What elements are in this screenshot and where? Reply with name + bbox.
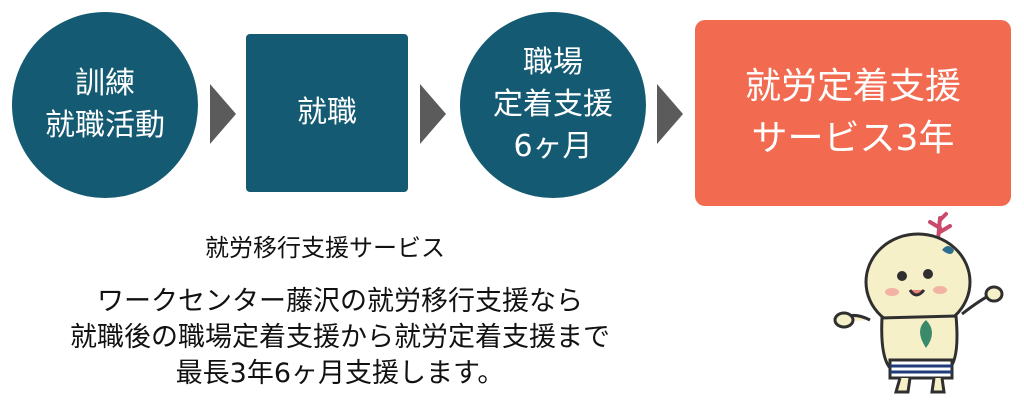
flow-step-workplace-retention: 職場 定着支援 6ヶ月 (460, 12, 646, 198)
flow-step-employment: 就職 (246, 34, 408, 192)
flow-step-training-job-search: 訓練 就職活動 (12, 12, 198, 198)
flow-step-retention-service: 就労定着支援 サービス3年 (695, 20, 1011, 206)
mascot-illustration (833, 212, 1004, 394)
flow-arrow (210, 84, 236, 144)
flow-arrow (657, 84, 683, 144)
service-description: ワークセンター藤沢の就労移行支援なら 就職後の職場定着支援から就労定着支援まで … (30, 284, 650, 392)
description-line: 就職後の職場定着支援から就労定着支援まで (70, 322, 610, 353)
description-line: ワークセンター藤沢の就労移行支援なら (97, 286, 583, 317)
flow-arrow (420, 84, 446, 144)
service-subtitle: 就労移行支援サービス (205, 234, 445, 262)
description-line: 最長3年6ヶ月支援します。 (175, 358, 505, 389)
